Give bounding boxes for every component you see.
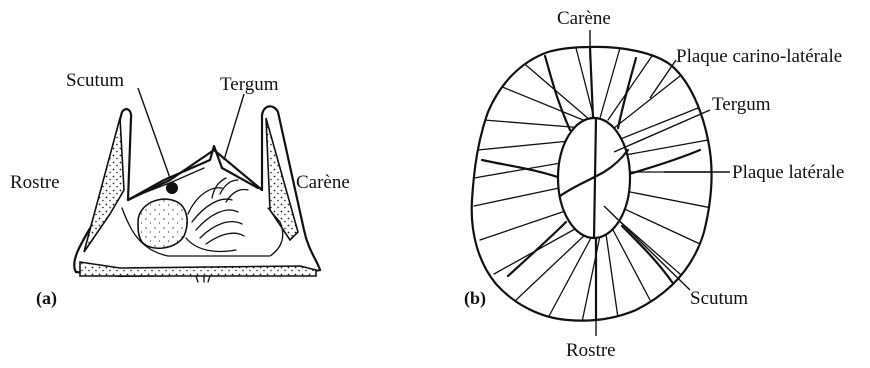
scutum-b-label: Scutum <box>690 288 748 309</box>
panel-a-label: (a) <box>36 288 57 309</box>
panel-b-label: (b) <box>464 288 486 309</box>
plaque-laterale-label: Plaque latérale <box>732 162 844 183</box>
carene-a-label: Carène <box>296 172 350 193</box>
rostre-a-label: Rostre <box>10 172 60 193</box>
tergum-a-leader <box>224 94 244 160</box>
carene-b-label: Carène <box>557 8 611 29</box>
scutum-b-leader <box>604 206 690 290</box>
plaque-carino-laterale-leader <box>650 60 676 98</box>
rostre-b-label: Rostre <box>566 340 616 361</box>
tergum-a-label: Tergum <box>220 74 279 95</box>
figure-a-drawing <box>74 88 320 282</box>
scutum-a-label: Scutum <box>66 70 124 91</box>
plaque-carino-laterale-label: Plaque carino-latérale <box>676 46 842 67</box>
tergum-b-label: Tergum <box>712 94 771 115</box>
scutum-a-leader <box>138 88 170 178</box>
